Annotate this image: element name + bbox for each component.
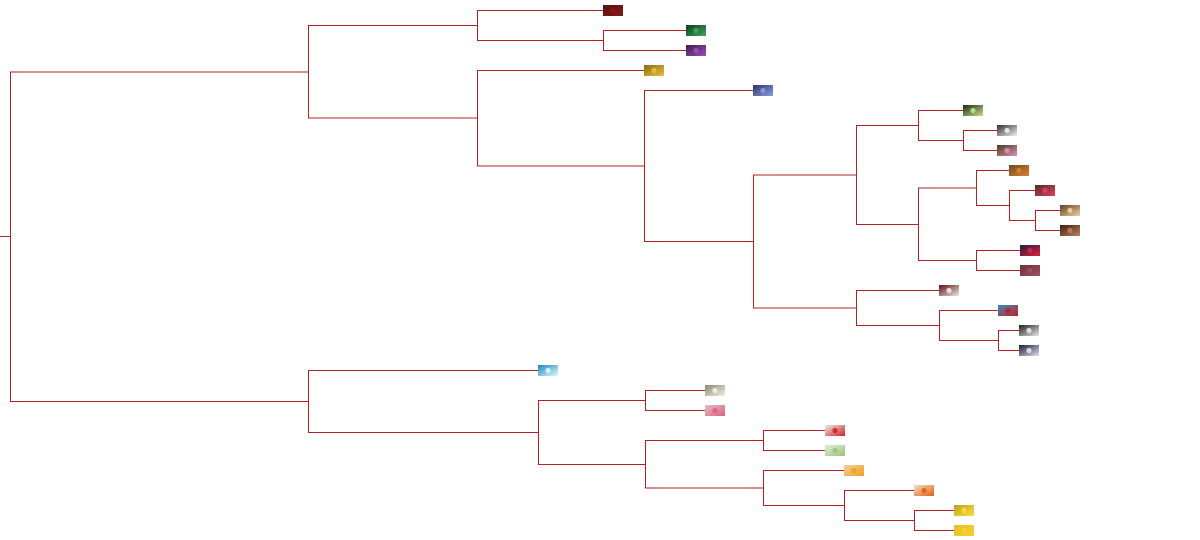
brown-flower-thumbnail xyxy=(1060,225,1080,236)
red-blue-flower-thumbnail xyxy=(998,305,1018,316)
red-rose-thumbnail xyxy=(1020,245,1040,256)
white-red-flower-thumbnail xyxy=(939,285,959,296)
green-leaf-thumbnail xyxy=(686,25,706,36)
yellow-flower-thumbnail xyxy=(954,505,974,516)
green-white-flower-thumbnail xyxy=(963,105,983,116)
orange-flower-thumbnail xyxy=(1009,165,1029,176)
orange-yellow-flower-thumbnail xyxy=(844,465,864,476)
purple-flower-thumbnail xyxy=(686,45,706,56)
cyan-flower-thumbnail xyxy=(538,365,558,376)
red-on-white-flower-thumbnail xyxy=(825,425,845,436)
red-pink-flower-thumbnail xyxy=(1035,185,1055,196)
peach-flower-thumbnail xyxy=(1060,205,1080,216)
pink-flower-thumbnail xyxy=(997,145,1017,156)
white-bloom-thumbnail xyxy=(1019,325,1039,336)
yellow-sunflower-thumbnail xyxy=(954,525,974,536)
white-flower-thumbnail xyxy=(997,125,1017,136)
blue-flower-thumbnail xyxy=(753,85,773,96)
mauve-flower-thumbnail xyxy=(1020,265,1040,276)
yellow-petal-thumbnail xyxy=(644,65,664,76)
white-navy-flower-thumbnail xyxy=(1019,345,1039,356)
light-pink-flower-thumbnail xyxy=(705,405,725,416)
dark-red-flower-thumbnail xyxy=(603,5,623,16)
pale-green-flower-thumbnail xyxy=(825,445,845,456)
beige-orange-flower-thumbnail xyxy=(914,485,934,496)
white-daisy-thumbnail xyxy=(705,385,725,396)
